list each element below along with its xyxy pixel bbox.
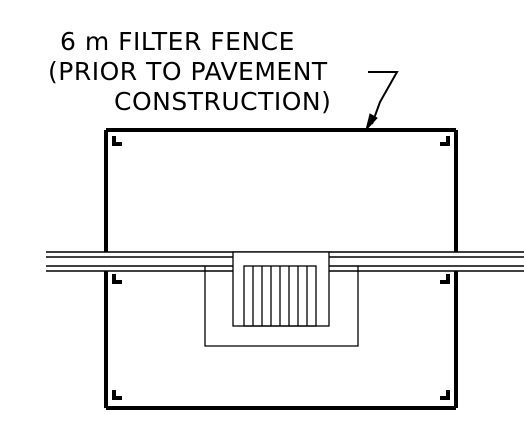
leader-arrowhead xyxy=(365,113,378,131)
leader-line xyxy=(365,71,399,131)
post-bottom-left xyxy=(112,390,122,400)
callout-line-2: (PRIOR TO PAVEMENT xyxy=(48,57,328,86)
post-top-right xyxy=(440,136,450,146)
filter-fence xyxy=(104,128,458,410)
inlet-structure xyxy=(204,251,359,347)
inlet-grate-frame xyxy=(232,251,330,327)
callout-label: 6 m FILTER FENCE (PRIOR TO PAVEMENT CONS… xyxy=(48,27,331,116)
callout-line-1: 6 m FILTER FENCE xyxy=(60,27,295,56)
inlet-apron-outline xyxy=(204,266,359,347)
post-top-left xyxy=(112,136,122,146)
fence-posts xyxy=(112,136,450,400)
post-bottom-right xyxy=(440,390,450,400)
post-mid-left xyxy=(112,274,122,284)
post-mid-right xyxy=(440,274,450,284)
callout-line-3: CONSTRUCTION) xyxy=(114,87,331,116)
